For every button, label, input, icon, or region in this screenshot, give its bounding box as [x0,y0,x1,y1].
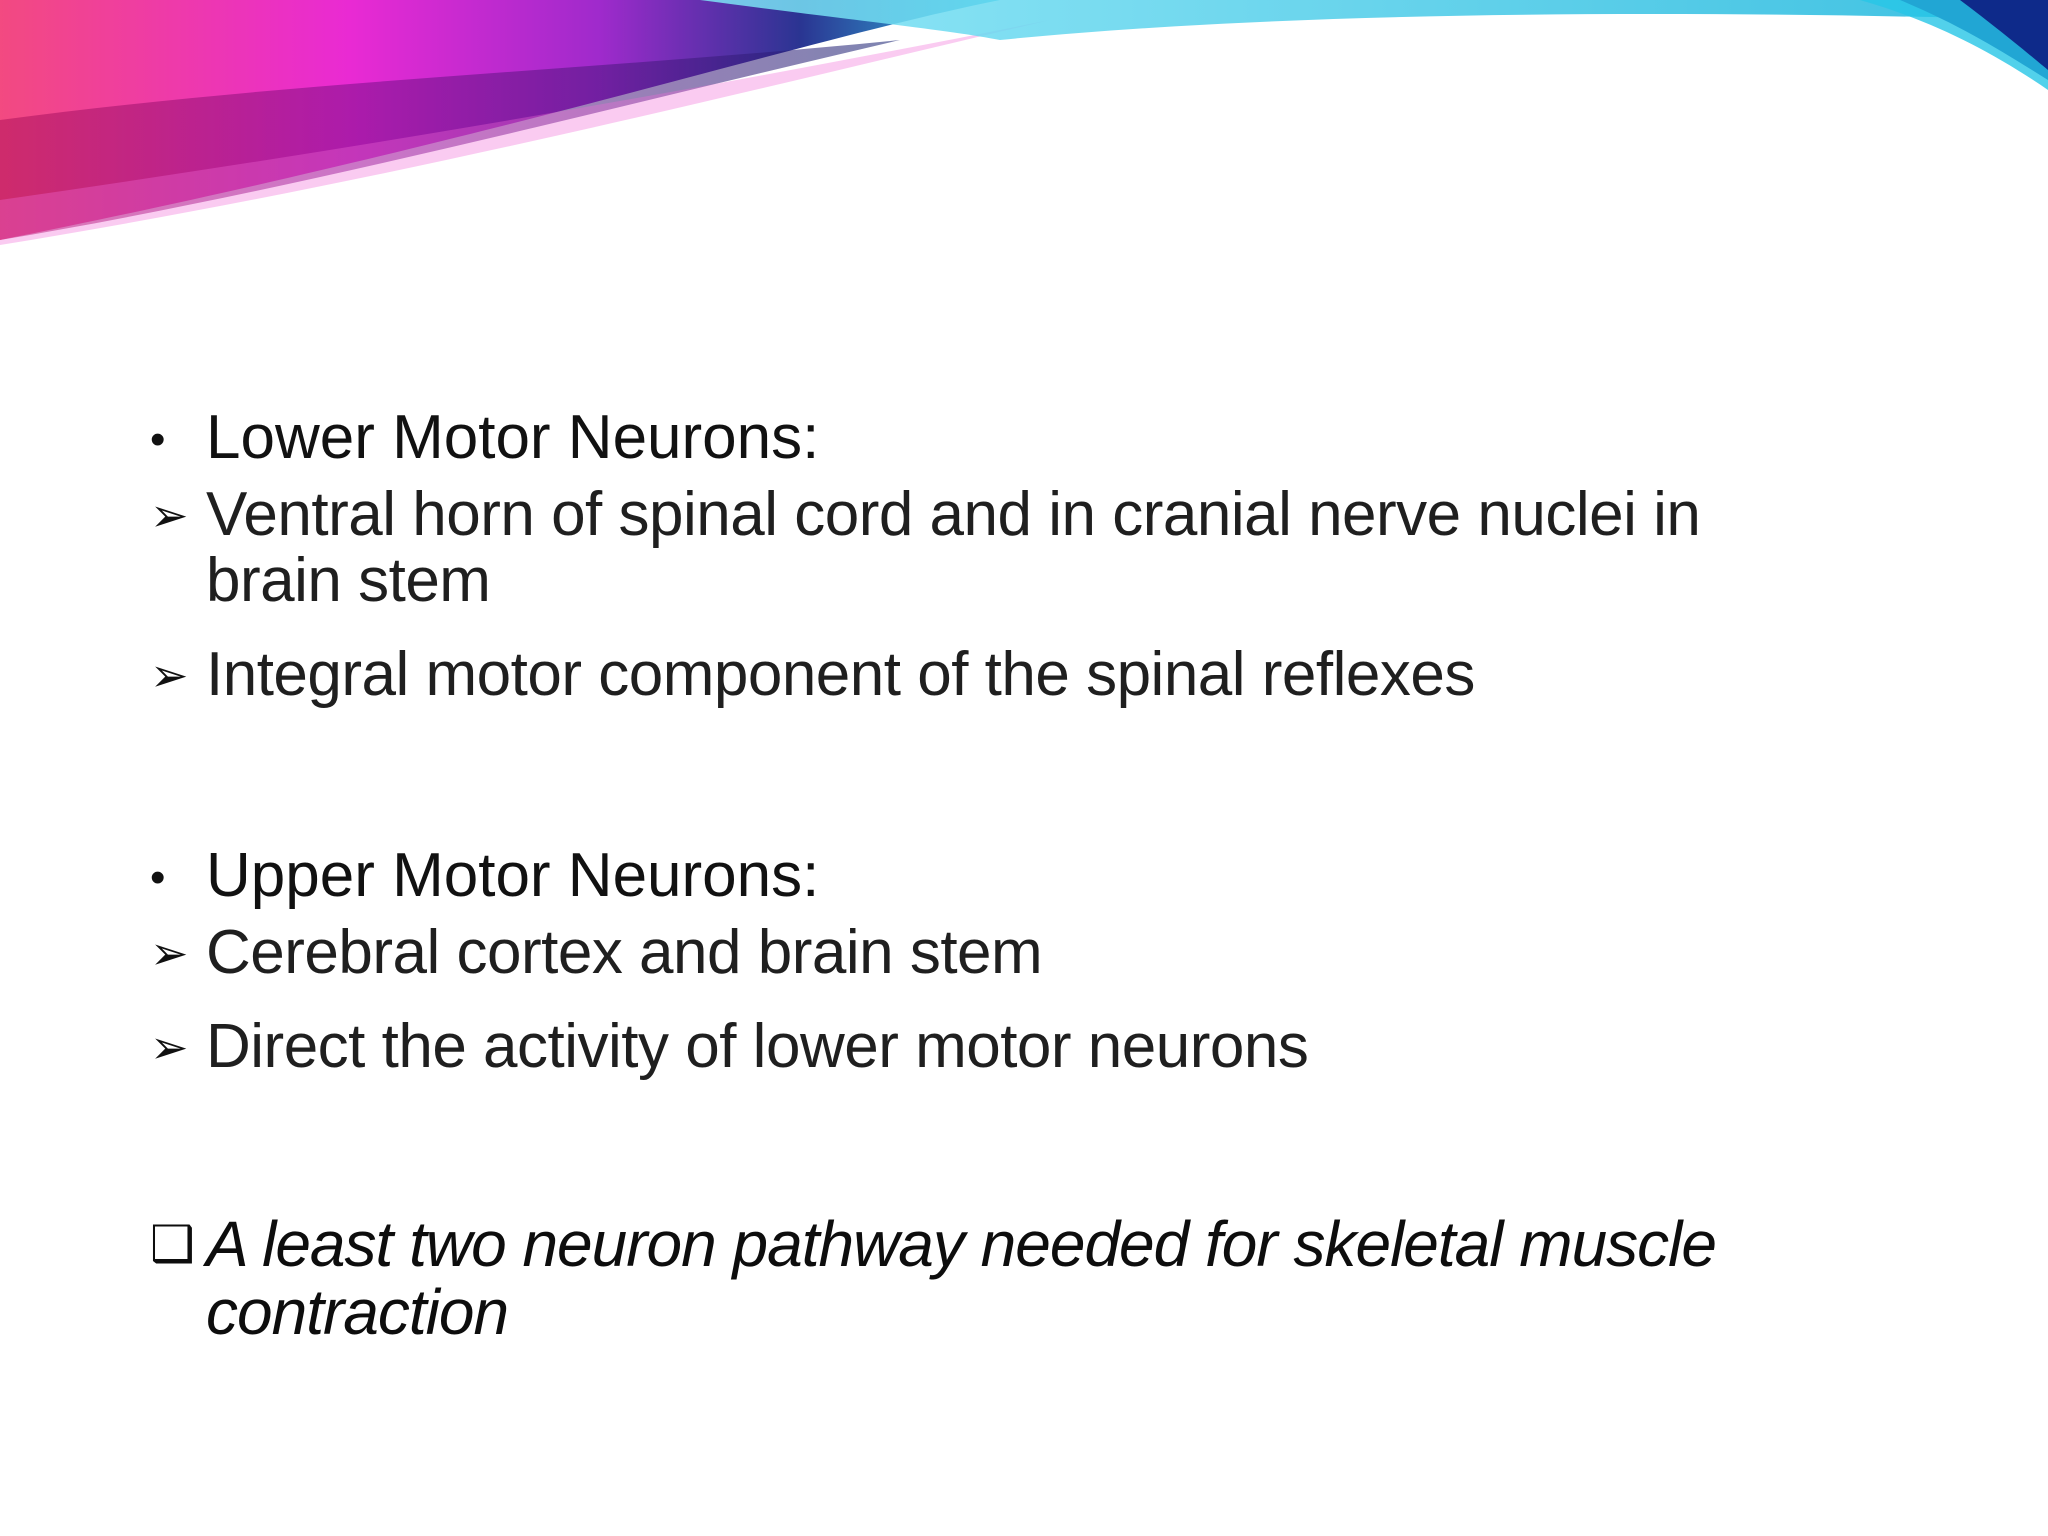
list-item-text: Direct the activity of lower motor neuro… [206,1012,1309,1081]
arrow-bullet-icon: ➢ [150,649,189,701]
list-item: ➢ Direct the activity of lower motor neu… [150,1014,1850,1080]
bullet-icon: • [150,415,166,464]
checkbox-bullet-icon: ❑ [150,1216,195,1272]
arrow-bullet-icon: ➢ [150,489,189,541]
summary-note-text: A least two neuron pathway needed for sk… [206,1208,1717,1348]
decorative-wave-banner [0,0,2048,245]
arrow-bullet-icon: ➢ [150,1021,189,1073]
list-item: ➢ Integral motor component of the spinal… [150,642,1850,708]
list-item-text: Integral motor component of the spinal r… [206,640,1475,709]
list-item-text: Ventral horn of spinal cord and in crani… [206,480,1701,615]
summary-note: ❑ A least two neuron pathway needed for … [150,1210,1850,1346]
list-item: ➢ Cerebral cortex and brain stem [150,920,1850,986]
bullet-icon: • [150,853,166,902]
slide-content: • Lower Motor Neurons: ➢ Ventral horn of… [150,400,1850,1346]
heading-text: Upper Motor Neurons: [206,841,820,910]
arrow-bullet-icon: ➢ [150,927,189,979]
list-item-text: Cerebral cortex and brain stem [206,918,1043,987]
heading-text: Lower Motor Neurons: [206,403,820,472]
list-item: ➢ Ventral horn of spinal cord and in cra… [150,482,1850,614]
section-heading-lower-motor-neurons: • Lower Motor Neurons: [150,400,1850,482]
section-heading-upper-motor-neurons: • Upper Motor Neurons: [150,838,1850,920]
